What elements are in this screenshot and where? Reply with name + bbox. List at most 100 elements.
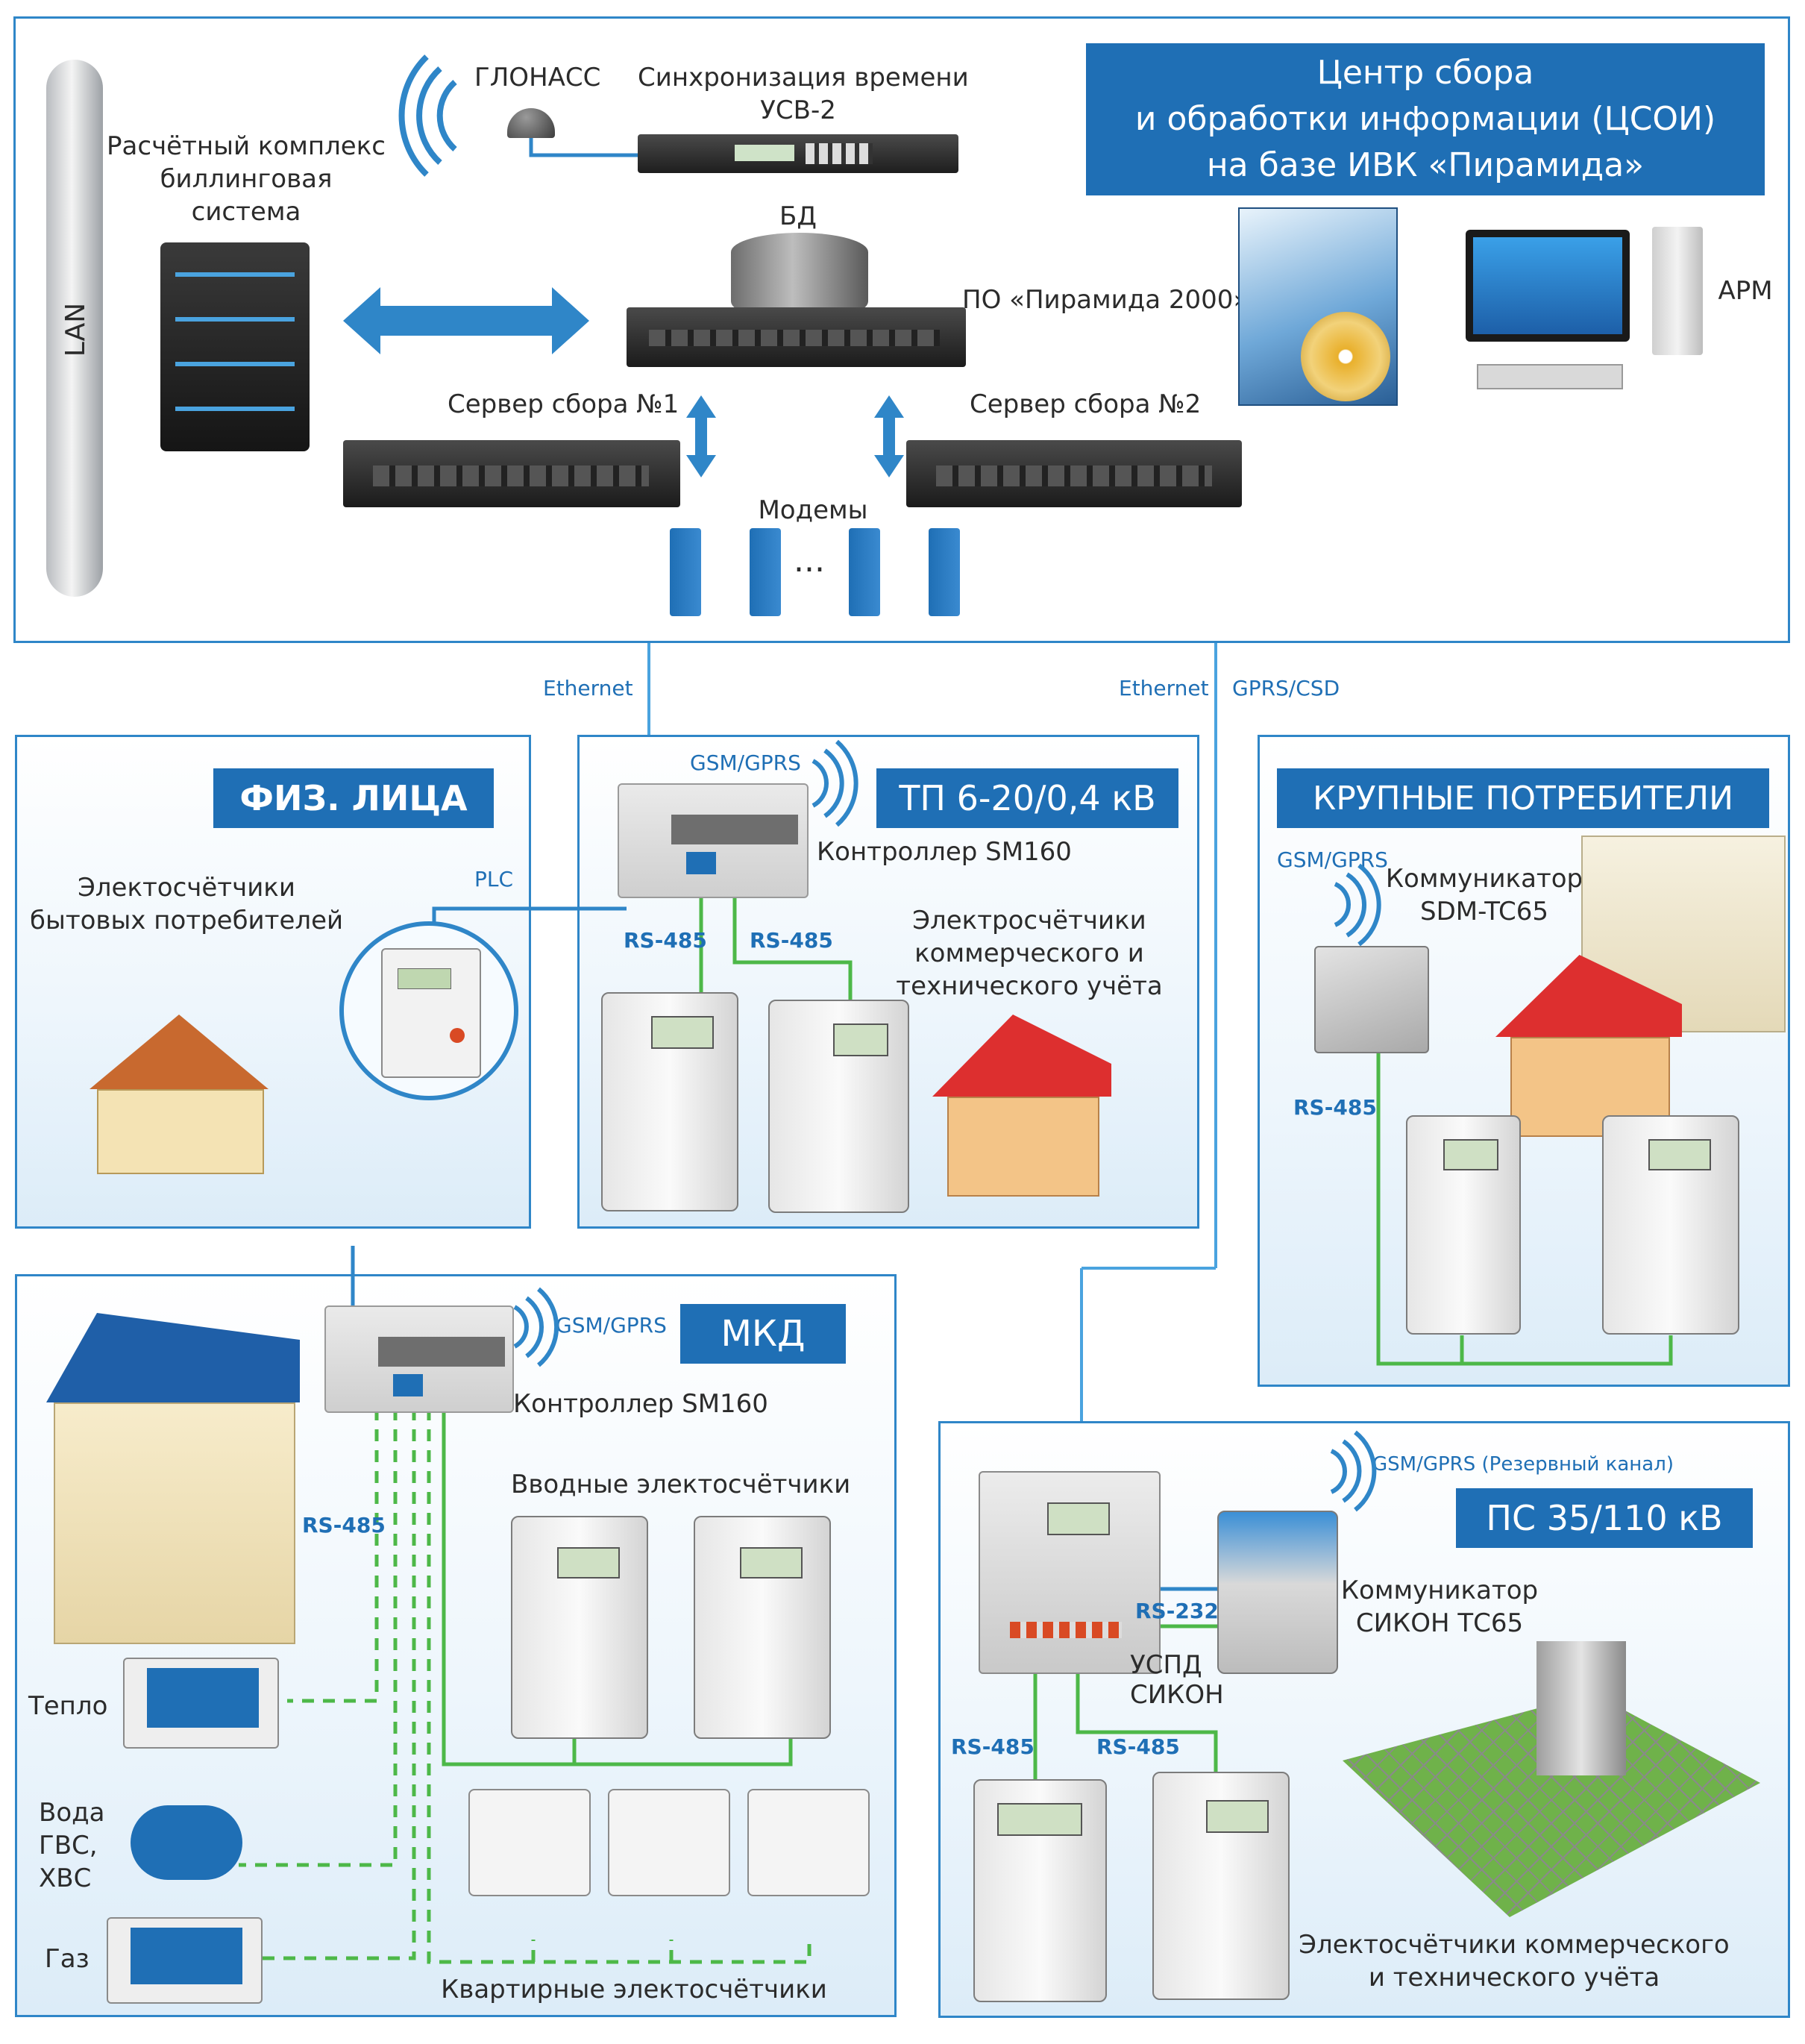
server1-icon	[343, 440, 680, 507]
heat-meter-icon	[123, 1658, 279, 1749]
large-rs485-label: RS-485	[1293, 1095, 1377, 1120]
center-title: Центр сбора и обработки информации (ЦСОИ…	[1086, 43, 1765, 195]
ps-rs232-label: RS-232	[1135, 1599, 1219, 1623]
center-title-line-3: на базе ИВК «Пирамида»	[1206, 146, 1645, 184]
glonass-label: ГЛОНАСС	[474, 63, 601, 93]
uspd-label-2: СИКОН	[1130, 1680, 1224, 1710]
modem-icon	[670, 528, 701, 616]
lan-pillar	[46, 60, 103, 597]
modem-icon	[929, 528, 960, 616]
tp-meter-icon	[601, 992, 738, 1211]
tp-title: ТП 6-20/0,4 кВ	[876, 768, 1178, 828]
arm-label: АРМ	[1718, 276, 1773, 306]
ps-gsm-label: GSM/GPRS (Резервный канал)	[1372, 1453, 1674, 1476]
tp-house-icon	[932, 1015, 1119, 1201]
tp-meters-label-3: технического учёта	[896, 971, 1163, 1001]
large-title: КРУПНЫЕ ПОТРЕБИТЕЛИ	[1277, 768, 1769, 828]
billing-db-arrow	[343, 287, 589, 354]
tp-controller-icon	[618, 783, 809, 898]
arm-monitor-icon	[1466, 230, 1630, 342]
ps-rs485-label-a: RS-485	[951, 1734, 1035, 1759]
arm-keyboard-icon	[1477, 364, 1623, 389]
tp-gsm-label: GSM/GPRS	[690, 750, 801, 775]
water-label-1: Вода	[39, 1798, 105, 1828]
server2-label: Сервер сбора №2	[970, 389, 1202, 419]
large-comm-label-1: Коммуникатор	[1385, 864, 1583, 894]
large-comm-label-2: SDM-TC65	[1419, 897, 1549, 927]
server1-label: Сервер сбора №1	[448, 389, 679, 419]
gas-meter-icon	[107, 1917, 263, 2004]
uspd-label-1: УСПД	[1130, 1650, 1202, 1680]
ps-meters-label-1: Электосчётчики коммерческого	[1299, 1930, 1730, 1960]
modem-icon	[750, 528, 781, 616]
ps-meter-icon	[1152, 1772, 1290, 2000]
sikon-tc65-icon	[1217, 1511, 1338, 1674]
db-cylinder-icon	[731, 233, 868, 321]
ps-comm-label-1: Коммуникатор	[1340, 1576, 1539, 1605]
ethernet-label-left: Ethernet	[543, 676, 633, 700]
large-gsm-label: GSM/GPRS	[1277, 847, 1388, 872]
mkd-title: МКД	[680, 1304, 846, 1364]
fiz-title: ФИЗ. ЛИЦА	[213, 768, 494, 828]
ps-title: ПС 35/110 кВ	[1456, 1488, 1753, 1548]
apartment-meter-icon	[468, 1789, 591, 1896]
plc-label: PLC	[474, 867, 514, 891]
tp-rs485-label-a: RS-485	[624, 928, 707, 953]
center-title-line-1: Центр сбора	[1316, 54, 1534, 92]
substation-icon	[1328, 1596, 1775, 1925]
billing-label-1: Расчётный комплекс	[107, 131, 386, 161]
ps-meters-label-2: и технического учёта	[1368, 1963, 1660, 1993]
large-communicator-icon	[1314, 946, 1429, 1053]
water-meter-icon	[131, 1805, 242, 1880]
software-label: ПО «Пирамида 2000»	[962, 285, 1249, 315]
db-server-icon	[627, 307, 966, 367]
tp-meters-label-1: Электросчётчики	[912, 906, 1146, 935]
modems-dots: ...	[794, 542, 825, 580]
sync-label-1: Синхронизация времени	[638, 63, 969, 93]
tp-rs485-label-b: RS-485	[750, 928, 833, 953]
modems-label: Модемы	[758, 495, 868, 525]
mkd-controller-icon	[324, 1305, 514, 1413]
ps-meter-icon	[973, 1779, 1107, 2002]
gas-label: Газ	[45, 1944, 90, 1974]
fiz-meters-label-2: бытовых потребителей	[30, 906, 344, 935]
db-label: БД	[779, 201, 817, 231]
gprs-csd-label: GPRS/CSD	[1232, 676, 1340, 700]
software-box-icon	[1238, 207, 1398, 406]
large-meter-icon	[1406, 1115, 1521, 1335]
mkd-rs485-label: RS-485	[302, 1513, 386, 1537]
house-icon	[67, 1015, 291, 1179]
tp-controller-label: Контроллер SM160	[817, 837, 1072, 867]
server2-icon	[906, 440, 1242, 507]
large-meter-icon	[1602, 1115, 1739, 1335]
ps-comm-label-2: СИКОН ТС65	[1355, 1608, 1524, 1638]
mkd-input-meters-label: Вводные электосчётчики	[511, 1470, 851, 1499]
tp-meter-icon	[768, 1000, 909, 1213]
apartment-meter-icon	[747, 1789, 870, 1896]
mkd-gsm-label: GSM/GPRS	[556, 1313, 667, 1338]
fiz-meter-zoom-icon	[339, 921, 518, 1100]
uspd-sikon-icon	[979, 1471, 1161, 1674]
mkd-input-meter-icon	[511, 1516, 648, 1739]
ps-rs485-label-b: RS-485	[1096, 1734, 1180, 1759]
tp-meters-label-2: коммерческого и	[914, 938, 1144, 968]
sync-device	[638, 134, 958, 173]
water-label-2: ГВС,	[39, 1831, 98, 1860]
sync-label-2: УСВ-2	[760, 95, 836, 125]
mkd-input-meter-icon	[694, 1516, 831, 1739]
modem-icon	[849, 528, 880, 616]
billing-label-3: система	[191, 197, 301, 227]
billing-label-2: биллинговая	[160, 164, 333, 194]
center-title-line-2: и обработки информации (ЦСОИ)	[1134, 100, 1716, 138]
heat-label: Тепло	[28, 1691, 108, 1721]
ethernet-label-right: Ethernet	[1119, 676, 1209, 700]
water-label-3: ХВС	[39, 1863, 92, 1893]
billing-server-icon	[160, 242, 310, 451]
arm-pc-icon	[1652, 227, 1703, 355]
large-house-icon	[1495, 955, 1689, 1141]
apartment-meter-icon	[608, 1789, 730, 1896]
